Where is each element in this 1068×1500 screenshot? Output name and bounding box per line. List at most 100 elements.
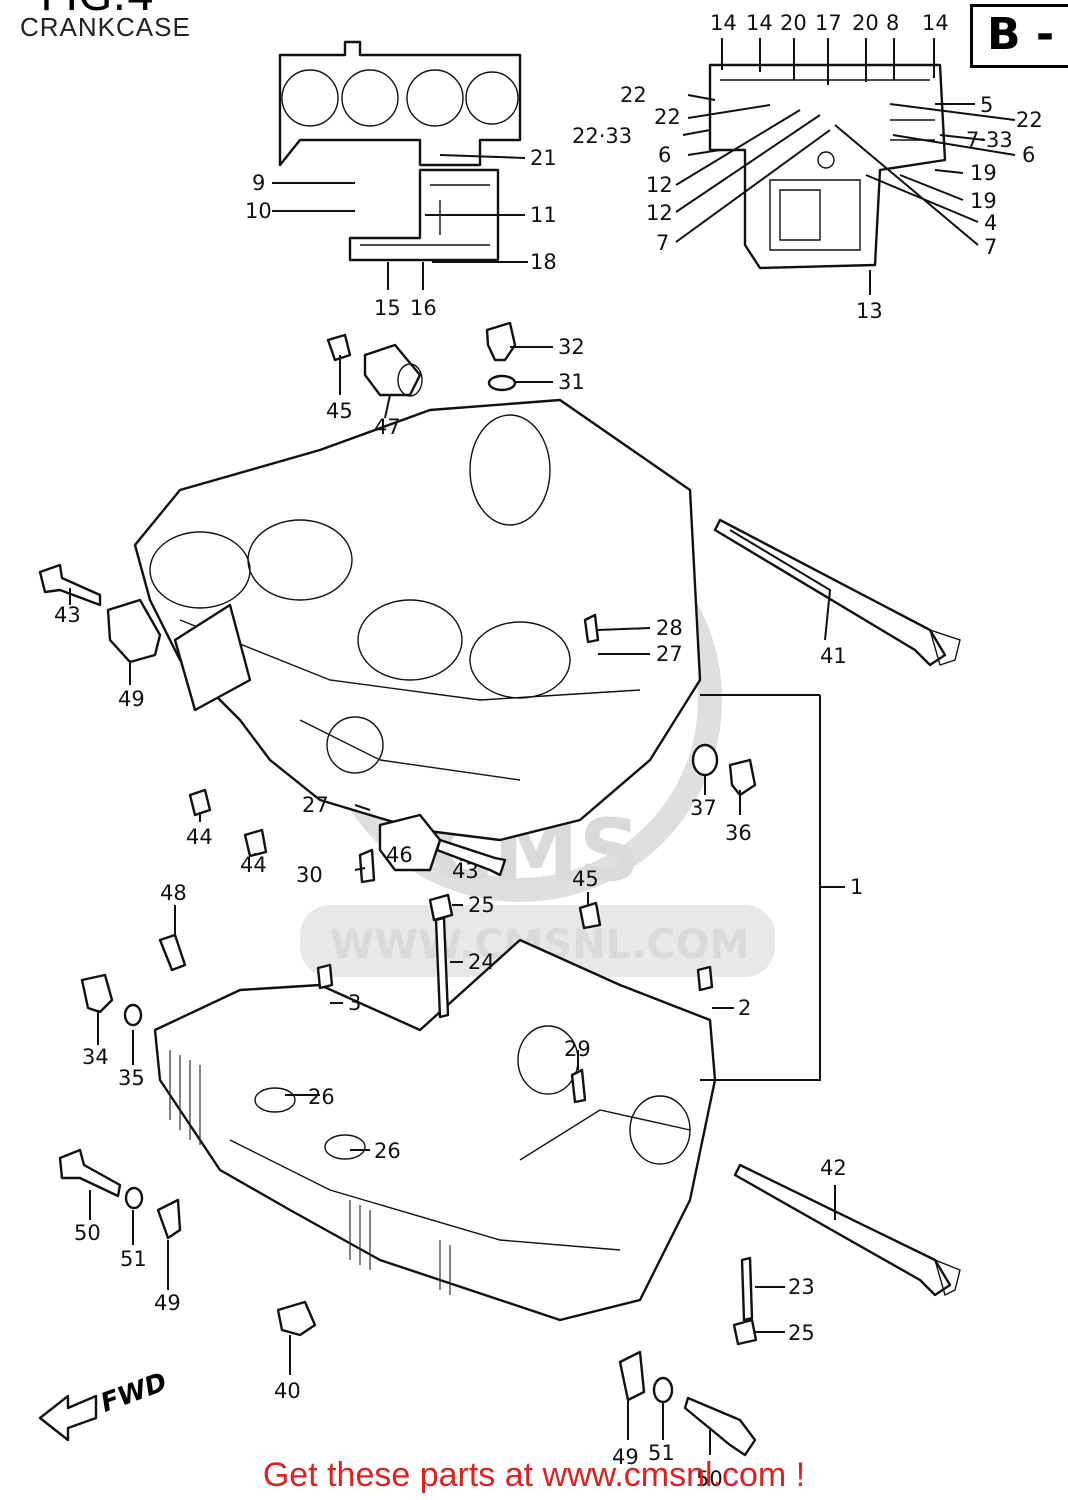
- callout: 22: [654, 105, 681, 129]
- jet-29: [570, 1068, 587, 1104]
- callout: 14: [746, 11, 773, 35]
- callout: 1: [850, 875, 863, 899]
- callout-labels: 14 14 20 17 20 8 14 22 22 22·33 6 12 12 …: [54, 11, 1043, 1491]
- clamp-49-right: [618, 1350, 646, 1402]
- callout: 26: [374, 1139, 401, 1163]
- callout: 25: [468, 893, 495, 917]
- callout: 14: [710, 11, 737, 35]
- callout: 49: [118, 687, 145, 711]
- callout: 13: [856, 299, 883, 323]
- nut-44-b: [243, 828, 268, 858]
- callout: 24: [468, 950, 495, 974]
- callout: 7·33: [966, 128, 1013, 152]
- callout: 15: [374, 296, 401, 320]
- nut-45-top: [326, 333, 352, 362]
- clamp-49-left: [156, 1198, 182, 1240]
- lower-crankcase: [153, 938, 717, 1322]
- footer-promo-link[interactable]: Get these parts at www.cmsnl.com !: [262, 1456, 806, 1494]
- callout: 14: [922, 11, 949, 35]
- callout: 32: [558, 335, 585, 359]
- jet-30: [358, 848, 376, 884]
- figure-title: FIG.4: [40, 0, 154, 21]
- callout: 6: [658, 143, 671, 167]
- bushing-46: [378, 813, 442, 872]
- callout: 26: [308, 1085, 335, 1109]
- bushing-49-top: [106, 598, 162, 664]
- callout: 41: [820, 644, 847, 668]
- view-marker-label: B -: [987, 9, 1055, 60]
- upper-crankcase-top-view: [278, 40, 522, 262]
- callout: 5: [980, 93, 993, 117]
- o-ring-37: [691, 743, 719, 777]
- callout: 25: [788, 1321, 815, 1345]
- plug-34: [80, 973, 114, 1014]
- nut-25-top: [428, 893, 454, 922]
- callout: 51: [120, 1247, 147, 1271]
- callout: 21: [530, 146, 557, 170]
- callout: 22: [620, 83, 647, 107]
- bolt-42: [733, 1163, 961, 1297]
- washer-51-left: [124, 1186, 144, 1210]
- callout: 12: [646, 201, 673, 225]
- dowel-3: [316, 963, 334, 990]
- bolt-50-left: [58, 1148, 122, 1198]
- washer-51-right: [652, 1376, 674, 1404]
- callout: 43: [54, 603, 81, 627]
- nut-44-a: [188, 788, 212, 817]
- callout: 48: [160, 881, 187, 905]
- bolt-50-right: [683, 1396, 757, 1457]
- callout: 49: [154, 1291, 181, 1315]
- callout: 20: [852, 11, 879, 35]
- callout: 30: [296, 863, 323, 887]
- callout: 31: [558, 370, 585, 394]
- washer-31: [487, 374, 517, 392]
- callout: 4: [984, 211, 997, 235]
- nut-25-bottom: [732, 1318, 758, 1346]
- callout: 19: [970, 189, 997, 213]
- callout: 37: [690, 796, 717, 820]
- callout: 7: [656, 231, 669, 255]
- callout: 51: [648, 1441, 675, 1465]
- stud-24: [434, 916, 450, 1019]
- callout: 10: [245, 199, 272, 223]
- callout: 16: [410, 296, 437, 320]
- callout: 45: [572, 867, 599, 891]
- upper-crankcase: [133, 398, 702, 842]
- stud-23: [740, 1256, 754, 1322]
- callout: 34: [82, 1045, 109, 1069]
- forward-arrow-icon: [38, 1394, 98, 1442]
- bolt-43-left: [38, 563, 102, 607]
- callout: 29: [564, 1037, 591, 1061]
- callout: 44: [240, 853, 267, 877]
- callout: 40: [274, 1379, 301, 1403]
- jet-28: [583, 613, 600, 644]
- callout: 42: [820, 1156, 847, 1180]
- callout: 22·33: [572, 124, 632, 148]
- callout: 20: [780, 11, 807, 35]
- callout: 2: [738, 996, 751, 1020]
- callout: 11: [530, 203, 557, 227]
- callout: 44: [186, 825, 213, 849]
- figure-subtitle: CRANKCASE: [20, 12, 191, 42]
- view-marker-box: B -: [970, 4, 1068, 68]
- callout: 27: [656, 642, 683, 666]
- callout: 17: [815, 11, 842, 35]
- callout: 50: [696, 1467, 723, 1491]
- callout: 23: [788, 1275, 815, 1299]
- callout: 46: [386, 843, 413, 867]
- dowel-2: [696, 965, 714, 992]
- callout: 49: [612, 1445, 639, 1469]
- callout: 50: [74, 1221, 101, 1245]
- callout: 27: [302, 793, 329, 817]
- oil-filter-fitting-47: [363, 343, 423, 397]
- callout: 8: [886, 11, 899, 35]
- callout: 19: [970, 161, 997, 185]
- switch-48: [158, 933, 187, 972]
- callout: 12: [646, 173, 673, 197]
- callout: 36: [725, 821, 752, 845]
- washer-35: [123, 1003, 143, 1027]
- callout: 9: [252, 171, 265, 195]
- lower-crankcase-bottom-view: [708, 63, 947, 270]
